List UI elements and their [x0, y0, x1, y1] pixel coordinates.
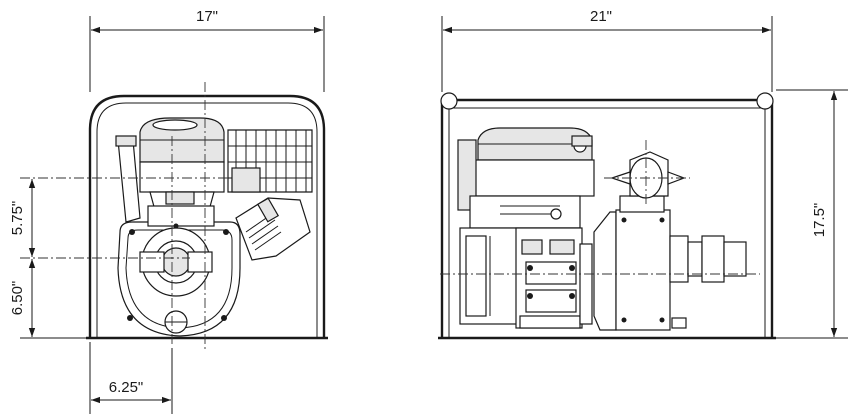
front-engine — [139, 117, 225, 215]
dim-front-offset: 6.25" — [89, 342, 173, 414]
side-view: 21" 17.5" — [438, 8, 848, 340]
frame-corner-left — [440, 92, 458, 110]
side-frame — [440, 98, 774, 338]
side-pump-body — [593, 151, 747, 331]
front-pump-housing — [117, 205, 241, 337]
dim-front-upper-label: 5.75" — [9, 201, 26, 236]
dim-front-offset-label: 6.25" — [109, 379, 144, 396]
dim-front-width-label: 17" — [196, 8, 218, 25]
front-handle — [115, 135, 141, 223]
frame-corner-right — [756, 92, 774, 110]
front-view: 17" 5.75" 6.50" 6.25" — [9, 8, 328, 414]
dim-side-width-label: 21" — [590, 8, 612, 25]
dim-front-width: 17" — [89, 8, 325, 92]
dim-front-upper: 5.75" — [9, 179, 36, 257]
dim-side-height-label: 17.5" — [811, 203, 828, 238]
front-frame — [88, 94, 326, 338]
dim-front-lower: 6.50" — [9, 259, 86, 339]
dim-side-width: 21" — [441, 8, 773, 92]
front-grille — [227, 129, 313, 193]
side-crankcase — [515, 227, 593, 329]
front-muffler — [235, 197, 311, 261]
dim-side-height: 17.5" — [776, 89, 848, 339]
dim-front-lower-label: 6.50" — [9, 281, 26, 316]
